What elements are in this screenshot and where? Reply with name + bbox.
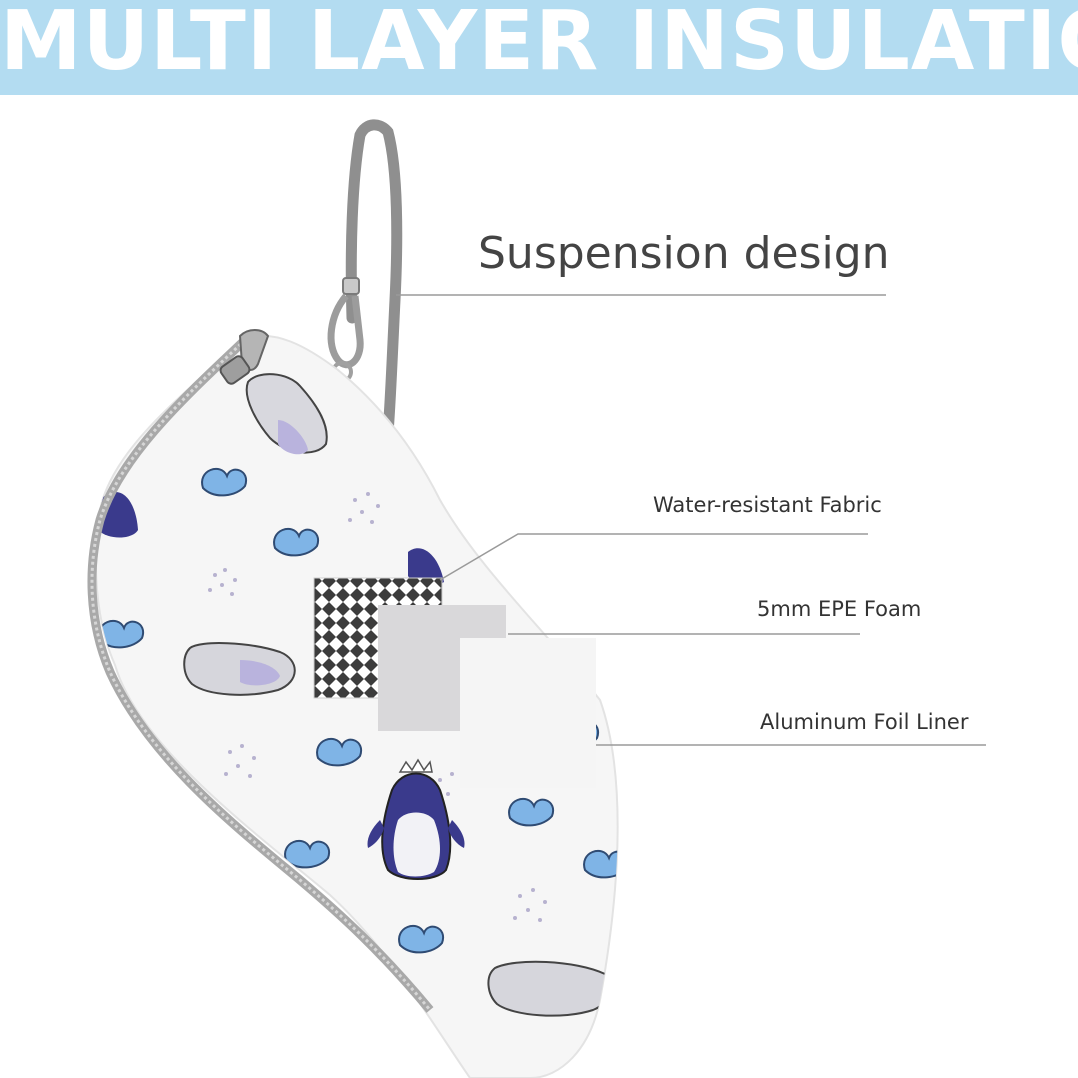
water-resistant-fabric-label: Water-resistant Fabric xyxy=(653,493,882,517)
seal-character xyxy=(245,373,328,455)
fabric-callout-line xyxy=(439,533,868,581)
aluminum-foil-liner-label: Aluminum Foil Liner xyxy=(760,710,969,734)
seal-character xyxy=(183,642,296,696)
penguin-character xyxy=(408,548,444,586)
suspension-design-label: Suspension design xyxy=(478,228,890,279)
header-banner: MULTI LAYER INSULATION xyxy=(0,0,1078,95)
material-layers xyxy=(313,577,596,788)
penguin-character xyxy=(367,758,465,880)
seal-character xyxy=(487,960,612,1017)
foil-swatch xyxy=(460,638,596,788)
banner-title: MULTI LAYER INSULATION xyxy=(0,0,1078,89)
epe-foam-label: 5mm EPE Foam xyxy=(757,597,922,621)
zipper-pull-icon xyxy=(219,329,270,385)
